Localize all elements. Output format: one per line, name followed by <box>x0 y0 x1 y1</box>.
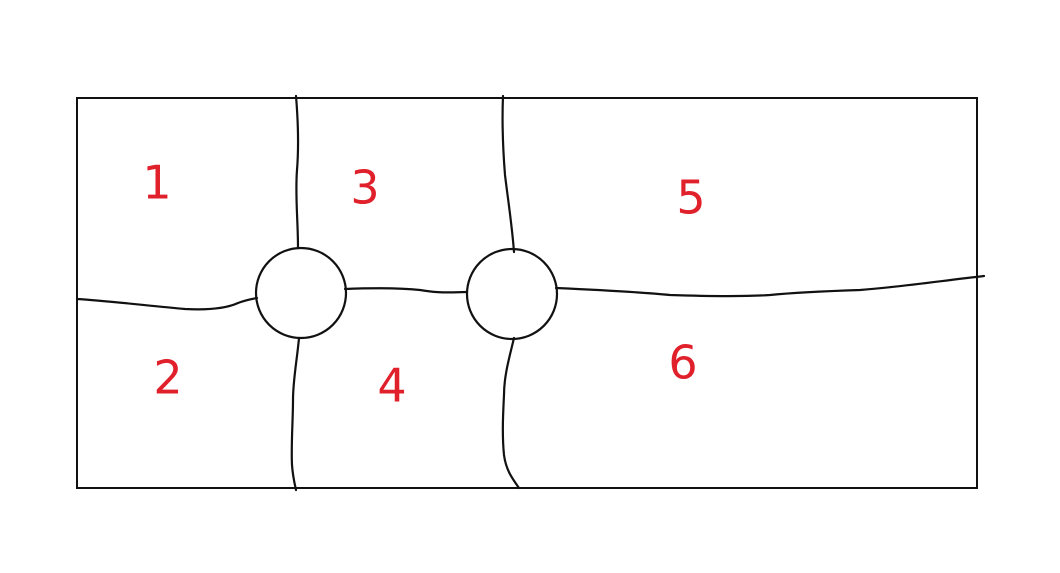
region-label-4: 4 <box>377 359 406 413</box>
divider-right-vertical-top <box>501 94 516 254</box>
outer-frame <box>76 97 978 489</box>
right-junction-circle <box>465 247 559 341</box>
divider-left-vertical-top <box>294 94 300 250</box>
region-label-3: 3 <box>350 161 379 215</box>
divider-left-horizontal <box>75 296 259 311</box>
region-label-2: 2 <box>153 351 182 405</box>
left-junction-circle <box>254 246 348 340</box>
divider-middle-horizontal <box>343 287 469 294</box>
divider-right-horizontal <box>554 274 986 298</box>
region-label-5: 5 <box>676 171 705 225</box>
divider-left-vertical-bottom <box>290 336 301 492</box>
region-label-1: 1 <box>142 156 171 210</box>
region-label-6: 6 <box>668 336 697 390</box>
divider-right-vertical-bottom <box>501 336 521 490</box>
